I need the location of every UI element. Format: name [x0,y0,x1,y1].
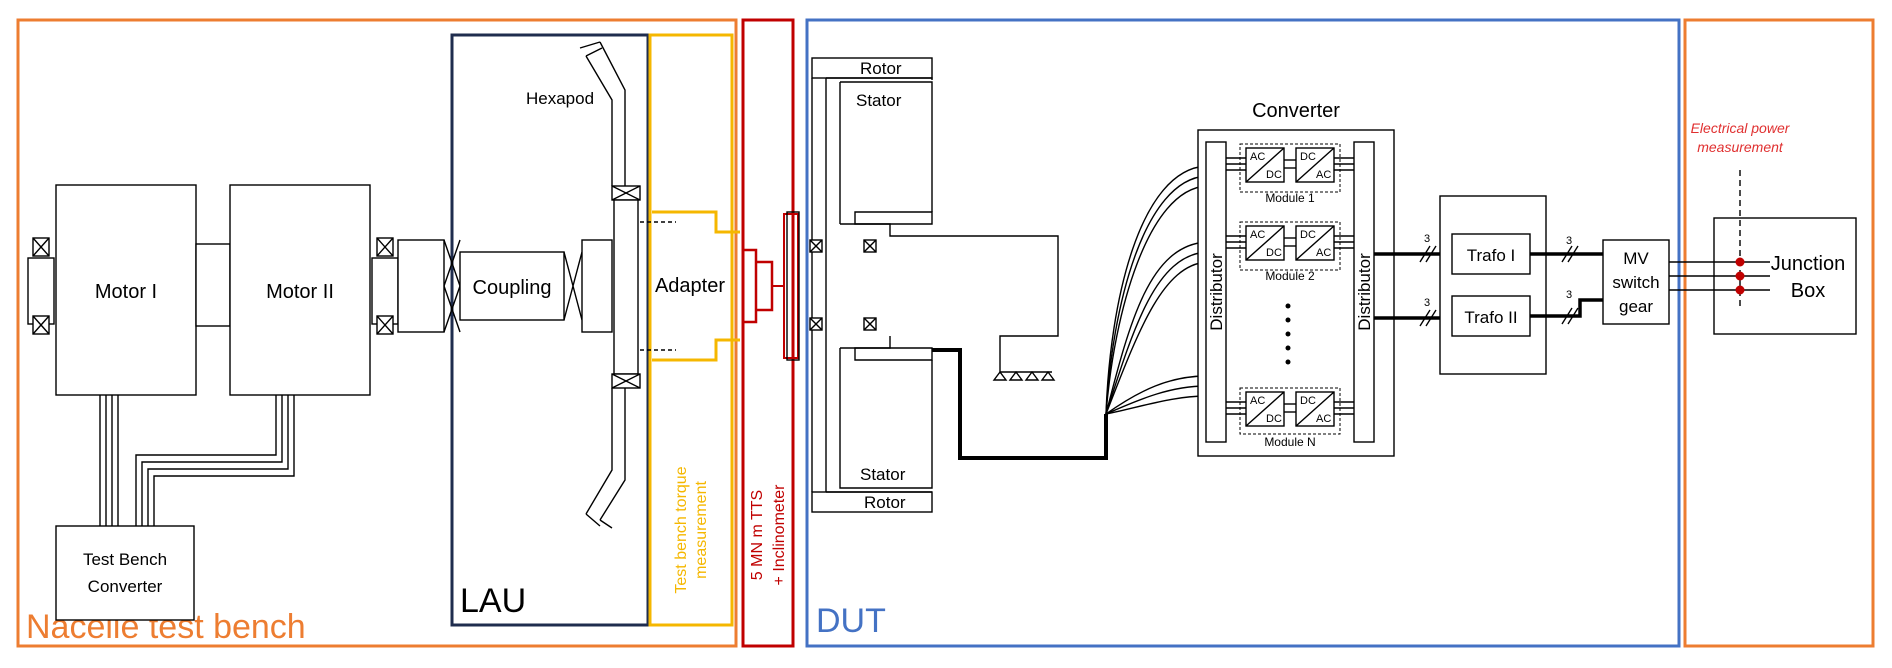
stator-bottom-label: Stator [860,465,906,484]
tbc-label-line2: Converter [88,577,163,596]
trafo-1-label: Trafo I [1467,246,1516,265]
module-2-dc-b: DC [1300,229,1316,241]
adapter-outline [652,210,740,362]
adapter-label: Adapter [655,275,725,297]
tbc-label-line1: Test Bench [83,550,167,569]
trafo-output-lines [1530,245,1603,325]
module-1-ac: AC [1250,151,1265,163]
generator [786,57,1059,513]
module-n-label: Module N [1264,435,1315,449]
module-1-dc-b: DC [1300,151,1316,163]
module-n-ac: AC [1250,395,1265,407]
module-2-ac: AC [1250,229,1265,241]
coupling-link-2 [443,285,461,333]
motor-shaft-link [195,243,231,327]
torque-label-line1: Test bench torque [673,466,690,593]
grid-connection [1669,170,1770,310]
coupling-flex [563,251,583,321]
lau-frame [450,33,650,627]
phase-count-4: 3 [1566,289,1572,301]
phase-count-2: 3 [1424,297,1430,309]
hexapod-label: Hexapod [526,89,594,108]
module-ellipsis [1285,303,1291,365]
tts-label-line2: + Inclinometer [771,484,788,586]
motor-1-label: Motor I [95,281,157,303]
tts-label-line1: 5 MN m TTS [749,490,766,580]
dut-frame [805,18,1681,648]
converter-output-lines [1374,245,1452,327]
tts-sensor [743,213,799,359]
module-1 [1226,143,1354,193]
elec-measurement-line2: measurement [1697,139,1784,155]
distributor-left-bar [1205,141,1227,443]
motor-2-label: Motor II [266,281,334,303]
module-1-label: Module 1 [1265,191,1315,205]
converter-input-cables [1105,165,1207,415]
junction-label-line1: Junction [1771,253,1846,275]
motor-2-box [229,184,371,396]
grid-frame [1683,18,1875,648]
coupling-box [459,251,565,321]
module-n-ac-b: AC [1316,413,1331,425]
lau-label: LAU [460,582,526,620]
mv-label-line3: gear [1619,297,1653,316]
module-n-dc-b: DC [1300,395,1316,407]
phase-count-3: 3 [1566,235,1572,247]
module-2 [1226,221,1354,271]
trafo-2-box [1451,295,1531,337]
module-2-label: Module 2 [1265,269,1315,283]
module-2-dc-a: DC [1266,247,1282,259]
elec-measurement-line1: Electrical power [1691,120,1791,136]
junction-label-line2: Box [1791,280,1825,302]
distributor-right-bar [1353,141,1375,443]
module-1-ac-b: AC [1316,169,1331,181]
torque-measurement-frame [648,33,734,627]
dut-label: DUT [816,602,886,640]
motor-bearing [371,237,461,335]
stator-top-label: Stator [856,91,902,110]
module-n-dc-a: DC [1266,413,1282,425]
rotor-top-label: Rotor [860,59,902,78]
left-bearing [27,237,55,335]
phase-count-1: 3 [1424,233,1430,245]
nacelle-test-bench-frame [16,18,738,648]
test-bench-converter-box [55,525,195,621]
mv-switchgear-box [1602,239,1670,325]
mv-label-line1: MV [1623,249,1649,268]
coupling-link [443,239,461,287]
tts-frame [741,18,795,648]
generator-cable [932,348,1108,460]
distributor-right-label: Distributor [1355,253,1374,331]
trafo-2-label: Trafo II [1464,308,1517,327]
lau-shaft [581,239,613,333]
trafo-enclosure [1439,195,1547,375]
mv-label-line2: switch [1612,273,1659,292]
coupling-label: Coupling [473,277,552,299]
junction-box [1713,217,1857,335]
module-1-dc-a: DC [1266,169,1282,181]
hexapod [579,41,641,529]
converter-label: Converter [1252,100,1340,122]
module-n [1226,387,1354,435]
tbc-cables [99,395,295,526]
rotor-bottom-label: Rotor [864,493,906,512]
module-2-ac-b: AC [1316,247,1331,259]
torque-label-line2: measurement [693,481,710,579]
distributor-left-label: Distributor [1207,253,1226,331]
